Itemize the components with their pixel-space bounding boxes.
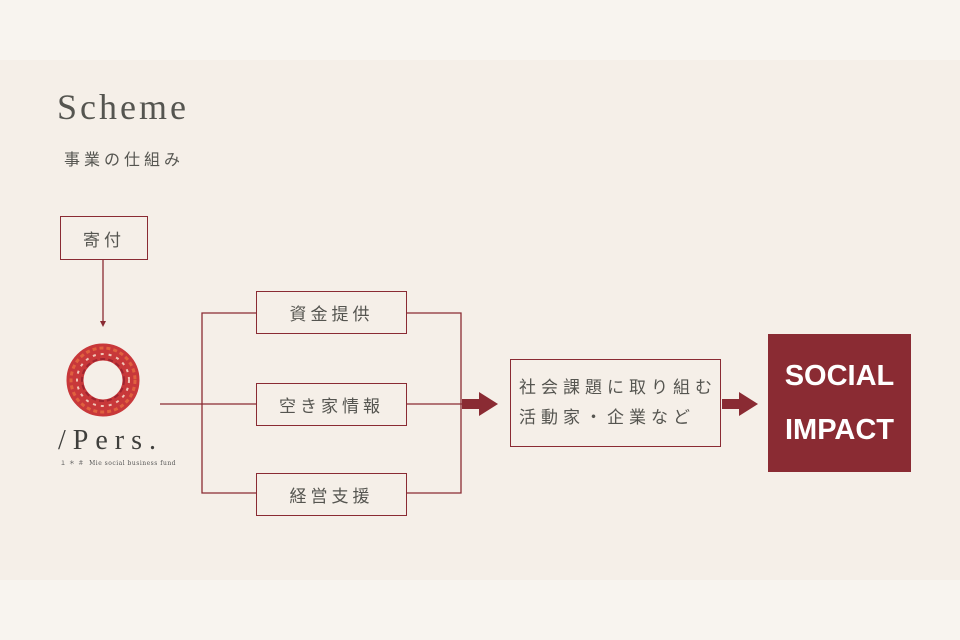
page-title: Scheme bbox=[57, 87, 189, 127]
impact-line-2: IMPACT bbox=[784, 414, 894, 446]
right-arrow-icon bbox=[722, 392, 758, 416]
service-label: 空き家情報 bbox=[279, 397, 384, 417]
logo-name: /Pers. bbox=[58, 425, 163, 456]
logo-tagline-text: Mie social business fund bbox=[89, 460, 177, 467]
impact-line-1: SOCIAL bbox=[784, 360, 895, 392]
logo-ring-icon bbox=[66, 343, 140, 417]
target-line-2: 活動家・企業など bbox=[519, 408, 695, 428]
donation-label: 寄付 bbox=[83, 230, 125, 251]
background-band bbox=[0, 60, 960, 580]
down-arrowhead-icon bbox=[100, 321, 106, 327]
page-subtitle: 事業の仕組み bbox=[64, 150, 185, 169]
service-box-vacant-house-info: 空き家情報 bbox=[256, 383, 407, 426]
target-line-1: 社会課題に取り組む bbox=[519, 378, 717, 398]
donation-box: 寄付 bbox=[60, 216, 148, 260]
service-label: 資金提供 bbox=[289, 305, 374, 325]
logo-tagline: １ ＊ ＃ Mie social business fund bbox=[60, 458, 176, 467]
service-box-funding: 資金提供 bbox=[256, 291, 407, 334]
service-label: 経営支援 bbox=[289, 487, 374, 507]
service-box-management-support: 経営支援 bbox=[256, 473, 407, 516]
social-impact-box: SOCIAL IMPACT bbox=[768, 334, 911, 472]
right-arrow-icon bbox=[462, 392, 498, 416]
target-box: 社会課題に取り組む 活動家・企業など bbox=[510, 359, 721, 447]
logo-tagline-prefix: １ ＊ ＃ bbox=[60, 460, 85, 467]
